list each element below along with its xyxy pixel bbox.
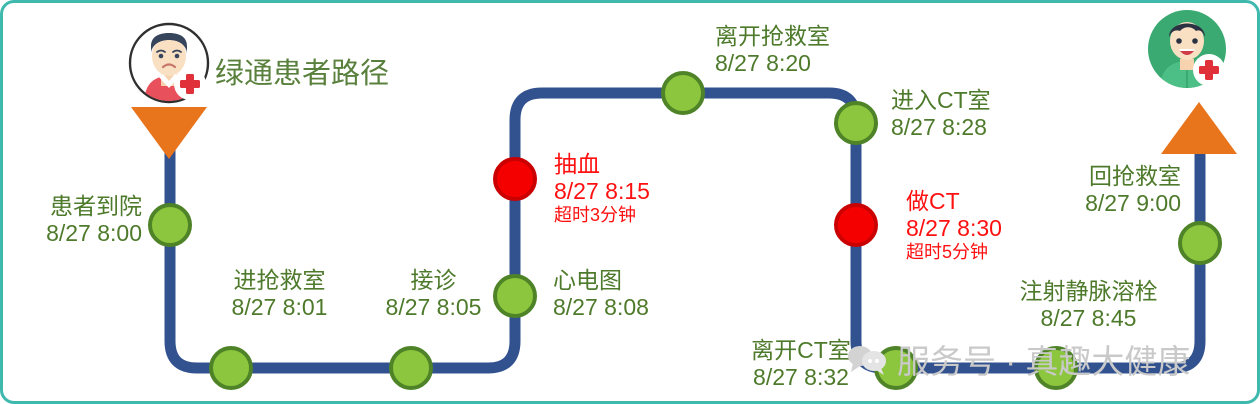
node-do-ct[interactable] xyxy=(834,203,878,247)
label-title: 患者到院 xyxy=(50,193,142,219)
label-time: 8/27 8:01 xyxy=(231,294,328,321)
node-reception[interactable] xyxy=(389,346,433,390)
label-time: 8/27 8:30 xyxy=(906,215,1002,242)
label-title: 注射静脉溶栓 xyxy=(1019,278,1158,304)
label-time: 8/27 8:08 xyxy=(553,294,649,321)
label-title: 离开CT室 xyxy=(751,337,851,363)
label-title: 离开抢救室 xyxy=(715,23,830,49)
label-do-ct: 做CT 8/27 8:30 超时5分钟 xyxy=(906,188,1002,263)
node-leave-resuscitation-room[interactable] xyxy=(661,71,705,115)
label-enter-ct-room: 进入CT室 8/27 8:28 xyxy=(891,87,991,141)
doctor-avatar xyxy=(1146,8,1228,90)
node-blood-draw[interactable] xyxy=(493,157,537,201)
label-title: 抽血 xyxy=(554,151,600,177)
page-title: 绿通患者路径 xyxy=(215,58,390,90)
label-ecg: 心电图 8/27 8:08 xyxy=(553,267,649,321)
node-iv-thrombolysis[interactable] xyxy=(1034,346,1078,390)
node-ecg[interactable] xyxy=(493,274,537,318)
label-title: 做CT xyxy=(906,188,960,214)
patient-avatar xyxy=(128,22,210,104)
label-patient-arrival: 患者到院 8/27 8:00 xyxy=(17,193,142,247)
label-blood-draw: 抽血 8/27 8:15 超时3分钟 xyxy=(554,151,650,226)
label-leave-resuscitation-room: 离开抢救室 8/27 8:20 xyxy=(715,23,830,77)
label-overtime: 超时5分钟 xyxy=(906,242,989,263)
label-iv-thrombolysis: 注射静脉溶栓 8/27 8:45 xyxy=(991,278,1186,332)
label-time: 8/27 9:00 xyxy=(1085,190,1181,217)
node-patient-arrival[interactable] xyxy=(148,203,192,247)
triangle-up-marker xyxy=(1161,102,1237,154)
label-time: 8/27 8:05 xyxy=(385,294,482,321)
node-enter-resuscitation-room[interactable] xyxy=(209,346,253,390)
label-time: 8/27 8:45 xyxy=(1040,305,1137,332)
label-title: 接诊 xyxy=(410,267,457,293)
label-overtime: 超时3分钟 xyxy=(554,205,637,226)
triangle-down-marker xyxy=(131,107,207,159)
label-time: 8/27 8:20 xyxy=(715,50,811,77)
label-leave-ct-room: 离开CT室 8/27 8:32 xyxy=(721,337,881,391)
label-return-resuscitation-room: 回抢救室 8/27 9:00 xyxy=(1043,163,1181,217)
label-title: 心电图 xyxy=(553,267,622,293)
label-enter-resuscitation-room: 进抢救室 8/27 8:01 xyxy=(207,267,352,321)
label-title: 进入CT室 xyxy=(891,87,991,113)
label-time: 8/27 8:15 xyxy=(554,178,650,205)
label-reception: 接诊 8/27 8:05 xyxy=(371,267,496,321)
label-time: 8/27 8:00 xyxy=(46,220,142,247)
node-enter-ct-room[interactable] xyxy=(834,101,878,145)
label-title: 进抢救室 xyxy=(233,267,326,293)
label-time: 8/27 8:32 xyxy=(753,364,849,391)
label-time: 8/27 8:28 xyxy=(891,114,987,141)
label-title: 回抢救室 xyxy=(1089,163,1181,189)
node-return-resuscitation-room[interactable] xyxy=(1178,221,1222,265)
